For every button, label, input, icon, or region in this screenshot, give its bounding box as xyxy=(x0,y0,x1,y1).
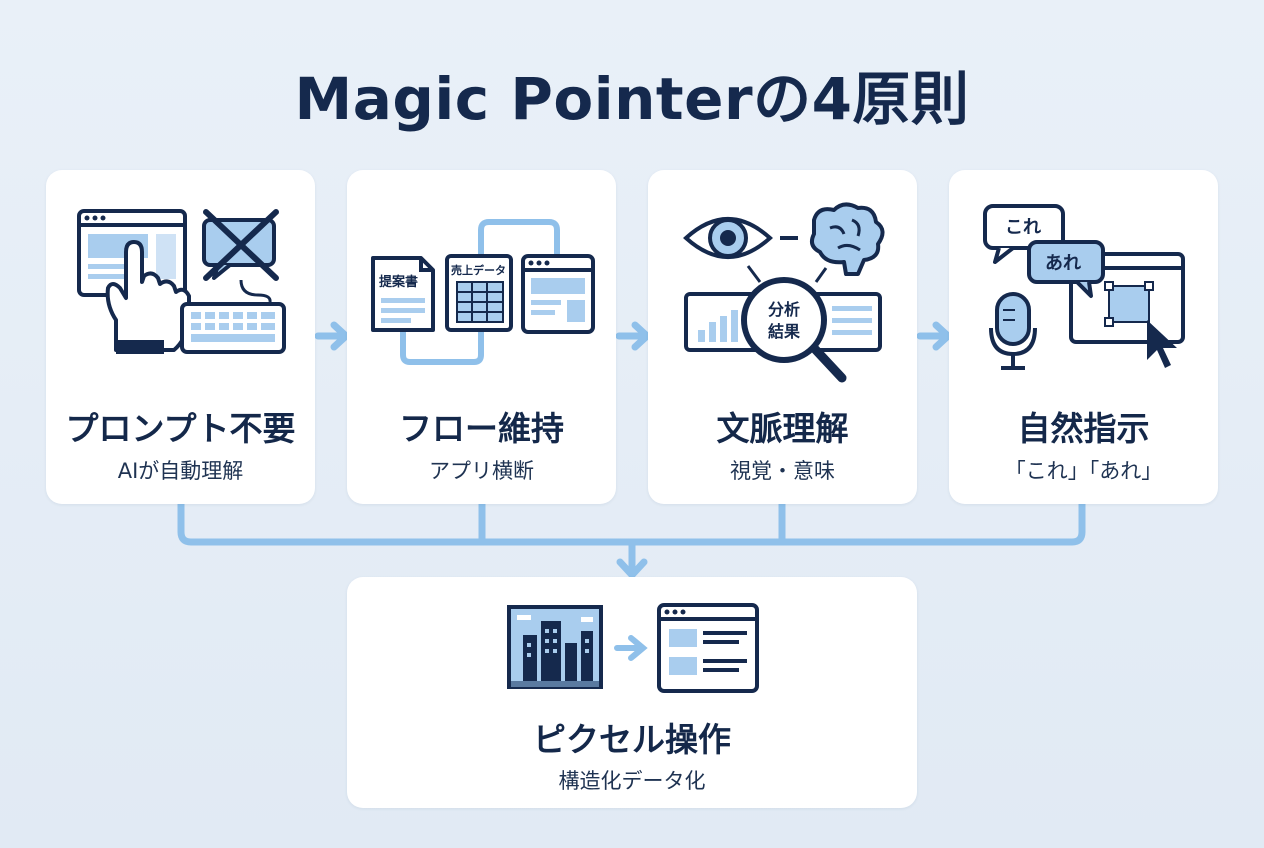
bus-line xyxy=(177,500,1086,546)
eye-brain-magnifier-icon: 分析 結果 xyxy=(683,202,885,383)
pixel-to-structure-icon xyxy=(507,603,759,693)
principle-card-context: 分析 結果 文脈理解 視覚・意味 xyxy=(648,170,917,504)
speech-mic-pointer-icon: これ あれ xyxy=(983,204,1185,370)
arrow-down xyxy=(616,538,648,579)
that-bubble-label: あれ xyxy=(1045,253,1081,274)
foundation-heading: ピクセル操作 xyxy=(533,720,731,759)
proposal-doc-label: 提案書 xyxy=(379,274,418,290)
principle-subtitle: AIが自動理解 xyxy=(117,459,244,483)
result-label: 結果 xyxy=(768,322,800,341)
principle-card-prompt-free: プロンプト不要 AIが自動理解 xyxy=(46,170,315,504)
page-title: Magic Pointerの4原則 xyxy=(294,65,970,133)
sales-data-label: 売上データ xyxy=(451,263,506,277)
this-bubble-label: これ xyxy=(1005,217,1041,238)
principle-heading: フロー維持 xyxy=(399,409,564,448)
analysis-label: 分析 xyxy=(768,300,800,319)
arrow-2-3 xyxy=(615,321,651,351)
principle-subtitle: 「これ」「あれ」 xyxy=(1004,459,1163,483)
principle-subtitle: アプリ横断 xyxy=(429,459,534,483)
principle-card-flow: 提案書 売上データ フロー維持 アプリ横断 xyxy=(347,170,616,504)
principle-card-natural: これ あれ 自然指示 「これ」「あれ」 xyxy=(949,170,1218,504)
principle-heading: プロンプト不要 xyxy=(65,409,296,448)
foundation-subtitle: 構造化データ化 xyxy=(558,769,706,793)
principle-subtitle: 視覚・意味 xyxy=(730,459,835,483)
arrow-3-4 xyxy=(916,321,952,351)
principle-heading: 自然指示 xyxy=(1017,409,1150,448)
arrow-1-2 xyxy=(314,321,350,351)
foundation-card-pixel: ピクセル操作 構造化データ化 xyxy=(347,577,917,808)
principle-heading: 文脈理解 xyxy=(716,409,849,448)
cross-app-flow-icon: 提案書 売上データ xyxy=(371,219,595,365)
hand-keyboard-icon xyxy=(77,209,286,354)
